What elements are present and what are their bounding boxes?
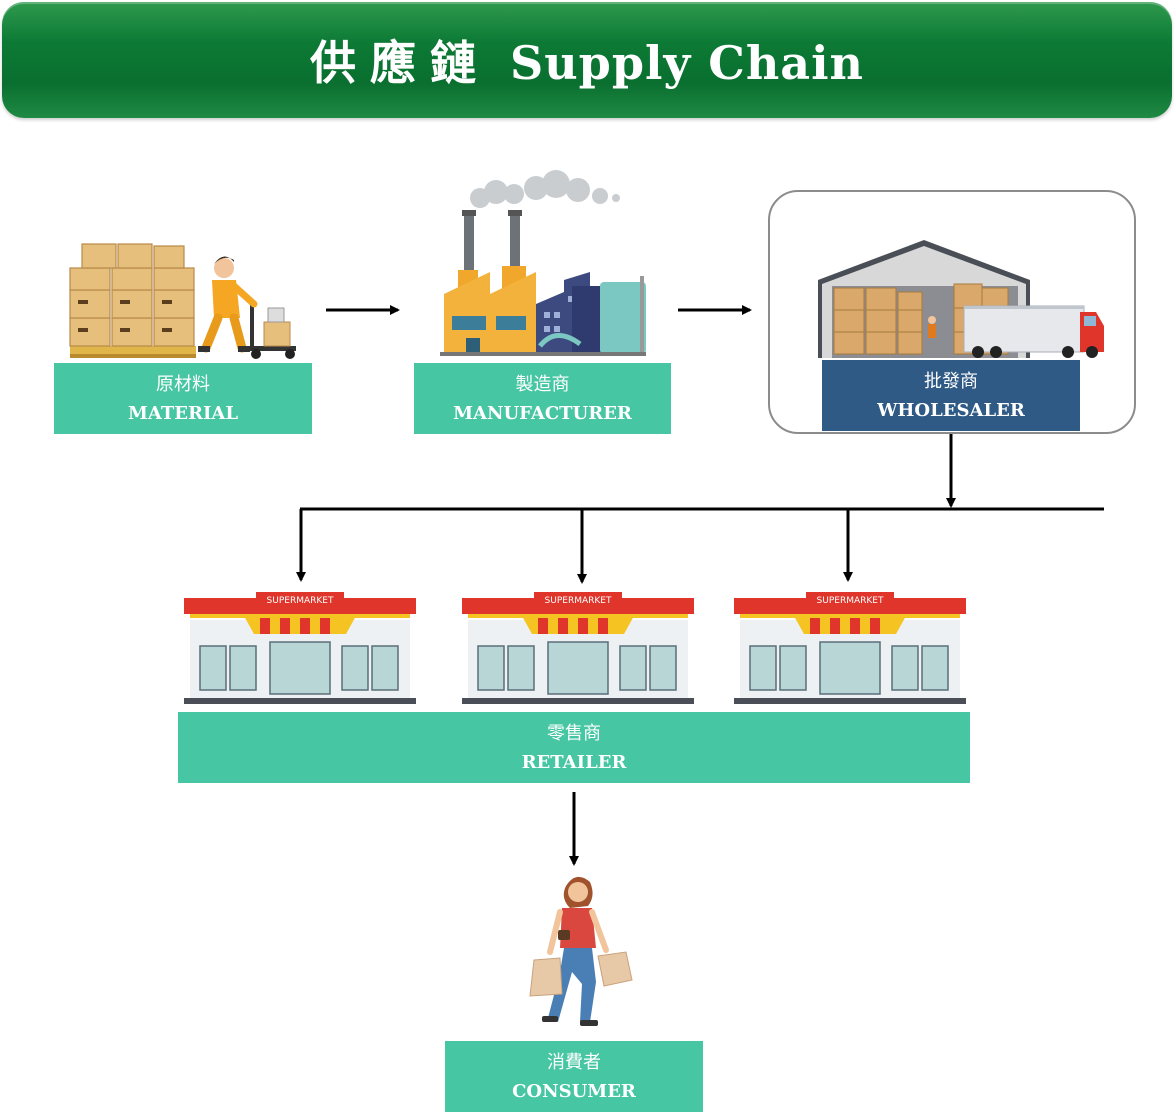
store-sign-1: SUPERMARKET [267,596,334,606]
wholesaler-illustration [818,240,1104,358]
title-zh: 供應鏈 [310,36,490,90]
page-title: 供應鏈 Supply Chain [310,27,864,93]
title-banner: 供應鏈 Supply Chain [2,2,1172,118]
material-illustration [69,243,296,359]
retailer-label-en: RETAILER [521,751,627,773]
consumer-label: 消費者 CONSUMER [445,1041,703,1112]
wholesaler-label: 批發商 WHOLESALER [822,360,1080,431]
retailer-label-zh: 零售商 [547,722,601,744]
consumer-illustration [529,876,633,1026]
title-en: Supply Chain [510,36,864,90]
material-label: 原材料 MATERIAL [54,363,312,434]
store-sign-2: SUPERMARKET [545,596,612,606]
material-label-en: MATERIAL [127,402,239,424]
wholesaler-label-zh: 批發商 [924,370,978,392]
manufacturer-label-en: MANUFACTURER [453,402,632,424]
store-illustration-2: SUPERMARKET [462,592,694,704]
manufacturer-label: 製造商 MANUFACTURER [414,363,671,434]
store-sign-3: SUPERMARKET [817,596,884,606]
store-illustration-1: SUPERMARKET [184,592,416,704]
manufacturer-illustration [440,170,646,356]
manufacturer-label-zh: 製造商 [515,373,570,395]
consumer-label-zh: 消費者 [547,1051,601,1073]
retailer-label: 零售商 RETAILER [178,712,970,783]
store-illustration-3: SUPERMARKET [734,592,966,704]
wholesaler-label-en: WHOLESALER [877,399,1025,421]
material-label-zh: 原材料 [156,373,210,395]
consumer-label-en: CONSUMER [512,1080,636,1102]
